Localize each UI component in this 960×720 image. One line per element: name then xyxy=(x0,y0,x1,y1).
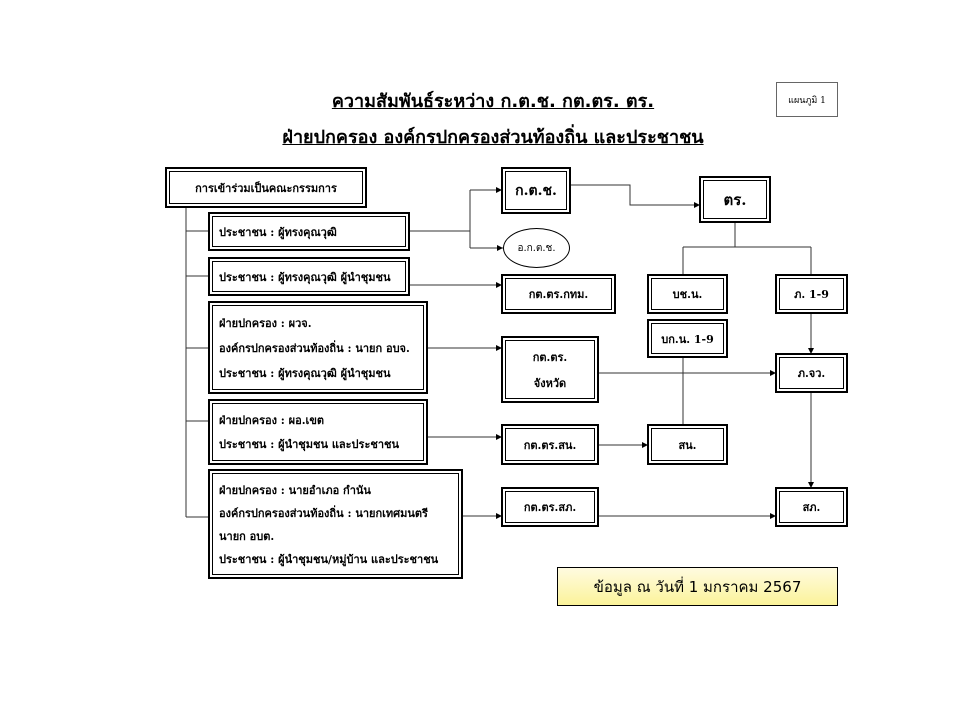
chart-title-line1: ความสัมพันธ์ระหว่าง ก.ต.ช. กต.ตร. ตร. xyxy=(331,91,655,112)
node-ktt-sp: กต.ตร.สภ. xyxy=(501,487,599,527)
group-line: องค์กรปกครองส่วนท้องถิ่น : นายก อบจ. xyxy=(219,341,410,355)
group-line: ประชาชน : ผู้ทรงคุณวุฒิ ผู้นำชุมชน xyxy=(219,270,391,284)
committee-group-4: ฝ่ายปกครอง : ผอ.เขต ประชาชน : ผู้นำชุมชน… xyxy=(208,399,428,465)
chart-number-badge: แผนภูมิ 1 xyxy=(776,82,838,117)
node-sn: สน. xyxy=(647,424,728,465)
group-line: ฝ่ายปกครอง : นายอำเภอ กำนัน xyxy=(219,483,371,497)
node-line: กต.ตร. xyxy=(532,350,568,364)
group-line: ประชาชน : ผู้ทรงคุณวุฒิ ผู้นำชุมชน xyxy=(219,366,391,380)
committee-group-1: ประชาชน : ผู้ทรงคุณวุฒิ xyxy=(208,212,410,251)
node-line: จังหวัด xyxy=(533,376,567,390)
group-line: ประชาชน : ผู้นำชุมชน และประชาชน xyxy=(219,438,399,451)
node-phjw: ภ.จว. xyxy=(775,353,848,393)
group-line: นายก อบต. xyxy=(219,529,275,543)
node-ktch: ก.ต.ช. xyxy=(501,167,571,214)
committee-group-2: ประชาชน : ผู้ทรงคุณวุฒิ ผู้นำชุมชน xyxy=(208,257,410,296)
group-line: ประชาชน : ผู้ทรงคุณวุฒิ xyxy=(219,225,337,239)
node-sp: สภ. xyxy=(775,487,848,527)
node-bkn19: บก.น. 1-9 xyxy=(647,319,728,358)
committee-group-5: ฝ่ายปกครอง : นายอำเภอ กำนัน องค์กรปกครอง… xyxy=(208,469,463,579)
node-tr: ตร. xyxy=(699,176,771,223)
chart-title-line2: ฝ่ายปกครอง องค์กรปกครองส่วนท้องถิ่น และป… xyxy=(282,127,704,148)
committee-header-box: การเข้าร่วมเป็นคณะกรรมการ xyxy=(165,167,367,208)
node-ktt-bkk: กต.ตร.กทม. xyxy=(501,274,616,314)
node-ktt-sn: กต.ตร.สน. xyxy=(501,424,599,465)
data-date-note: ข้อมูล ณ วันที่ 1 มกราคม 2567 xyxy=(557,567,838,606)
group-line: ประชาชน : ผู้นำชุมชน/หมู่บ้าน และประชาชน xyxy=(219,552,439,566)
node-ktt-province: กต.ตร. จังหวัด xyxy=(501,336,599,403)
group-line: ฝ่ายปกครอง : ผอ.เขต xyxy=(219,414,324,427)
node-ph19: ภ. 1-9 xyxy=(775,274,848,314)
node-aktch: อ.ก.ต.ช. xyxy=(503,228,570,268)
group-line: ฝ่ายปกครอง : ผวจ. xyxy=(219,316,312,330)
group-line: องค์กรปกครองส่วนท้องถิ่น : นายกเทศมนตรี xyxy=(219,506,428,520)
committee-group-3: ฝ่ายปกครอง : ผวจ. องค์กรปกครองส่วนท้องถิ… xyxy=(208,301,428,394)
node-bchn: บช.น. xyxy=(647,274,728,314)
